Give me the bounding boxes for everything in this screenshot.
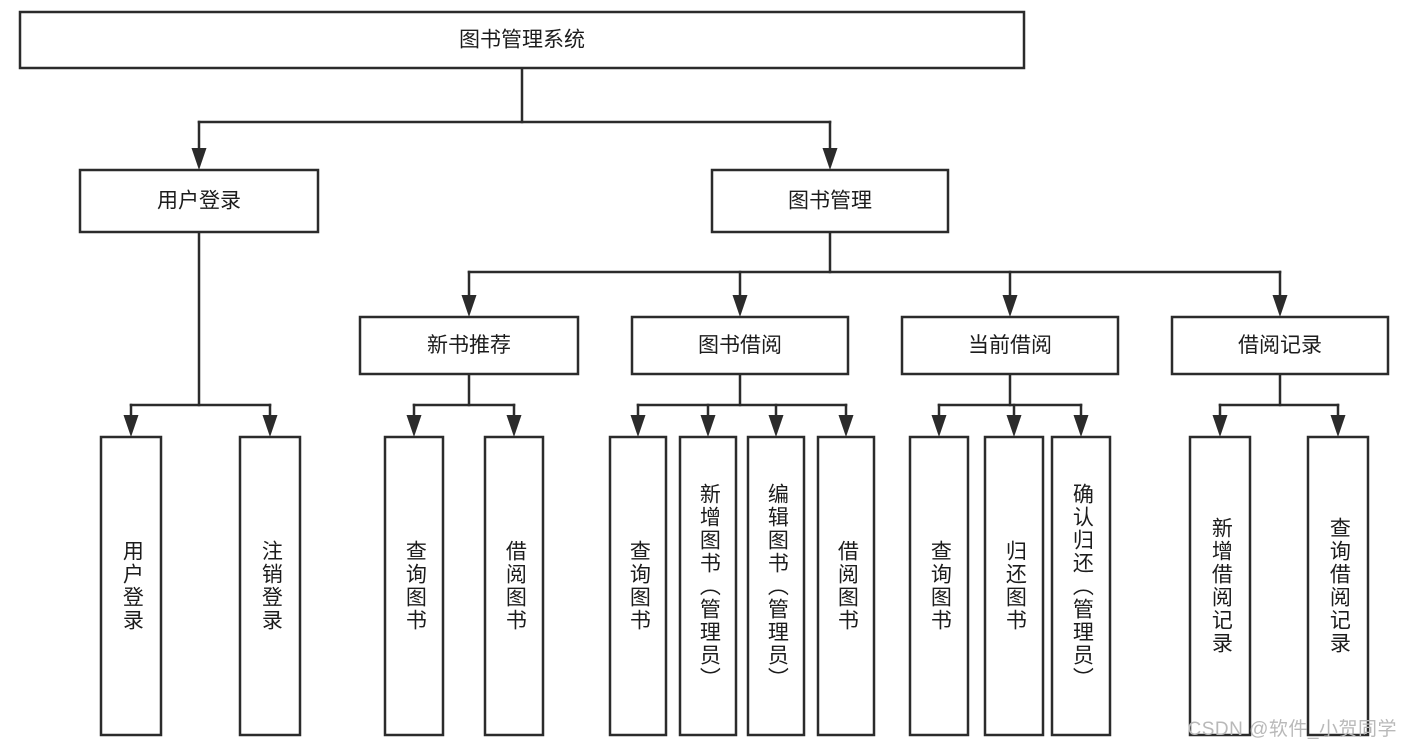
node-login[interactable]: 用户登录 — [78, 168, 320, 234]
node-leaf10[interactable] — [983, 435, 1045, 737]
node-box-leaf3[interactable] — [383, 435, 445, 737]
arrow-head-leaf1 — [123, 415, 139, 437]
node-label-current: 当前借阅 — [968, 334, 1052, 357]
node-leaf4[interactable] — [483, 435, 545, 737]
node-leaf12[interactable] — [1188, 435, 1252, 737]
node-label-records: 借阅记录 — [1238, 334, 1322, 357]
arrow-head-leaf4 — [506, 415, 522, 437]
arrow-head-newbook — [461, 295, 477, 317]
arrow-head-leaf8 — [838, 415, 854, 437]
arrow-head-current — [1002, 295, 1018, 317]
arrow-head-leaf13 — [1330, 415, 1346, 437]
node-box-borrow[interactable] — [630, 315, 850, 376]
node-box-login[interactable] — [78, 168, 320, 234]
node-newbook[interactable]: 新书推荐 — [358, 315, 580, 376]
node-leaf6[interactable] — [678, 435, 738, 737]
connector-layer — [123, 66, 1346, 437]
node-box-leaf10[interactable] — [983, 435, 1045, 737]
arrow-head-leaf10 — [1006, 415, 1022, 437]
node-records[interactable]: 借阅记录 — [1170, 315, 1390, 376]
arrow-head-leaf2 — [262, 415, 278, 437]
connector-group-records — [1212, 372, 1346, 437]
node-leaf8[interactable] — [816, 435, 876, 737]
node-leaf2[interactable] — [238, 435, 302, 737]
node-label-login: 用户登录 — [157, 190, 241, 213]
node-leaf11[interactable] — [1050, 435, 1112, 737]
connector-group-current — [931, 372, 1089, 437]
node-leaf7[interactable] — [746, 435, 806, 737]
node-box-leaf7[interactable] — [746, 435, 806, 737]
node-bookmgmt[interactable]: 图书管理 — [710, 168, 950, 234]
node-box-leaf13[interactable] — [1306, 435, 1370, 737]
node-leaf3[interactable] — [383, 435, 445, 737]
node-box-root[interactable] — [18, 10, 1026, 70]
node-root[interactable]: 图书管理系统 — [18, 10, 1026, 70]
node-box-leaf1[interactable] — [99, 435, 163, 737]
node-label-borrow: 图书借阅 — [698, 334, 782, 357]
node-box-leaf5[interactable] — [608, 435, 668, 737]
node-leaf13[interactable] — [1306, 435, 1370, 737]
node-label-newbook: 新书推荐 — [427, 334, 511, 357]
node-box-leaf11[interactable] — [1050, 435, 1112, 737]
arrow-head-leaf6 — [700, 415, 716, 437]
node-leaf9[interactable] — [908, 435, 970, 737]
connector-group-newbook — [406, 372, 522, 437]
arrow-head-leaf5 — [630, 415, 646, 437]
node-leaf5[interactable] — [608, 435, 668, 737]
arrow-head-leaf9 — [931, 415, 947, 437]
watermark: CSDN @软件_小贺同学 — [1187, 719, 1397, 740]
node-box-newbook[interactable] — [358, 315, 580, 376]
node-box-leaf8[interactable] — [816, 435, 876, 737]
arrow-head-leaf3 — [406, 415, 422, 437]
arrow-head-records — [1272, 295, 1288, 317]
node-label-root: 图书管理系统 — [459, 29, 585, 52]
arrow-head-leaf12 — [1212, 415, 1228, 437]
node-box-records[interactable] — [1170, 315, 1390, 376]
arrow-head-leaf7 — [768, 415, 784, 437]
connector-group-login — [123, 230, 278, 437]
node-box-leaf2[interactable] — [238, 435, 302, 737]
connector-group-root — [191, 66, 838, 170]
node-current[interactable]: 当前借阅 — [900, 315, 1120, 376]
node-leaf1[interactable] — [99, 435, 163, 737]
arrow-head-borrow — [732, 295, 748, 317]
node-borrow[interactable]: 图书借阅 — [630, 315, 850, 376]
node-box-bookmgmt[interactable] — [710, 168, 950, 234]
arrow-head-bookmgmt — [822, 148, 838, 170]
node-box-leaf6[interactable] — [678, 435, 738, 737]
arrow-head-login — [191, 148, 207, 170]
connector-group-borrow — [630, 372, 854, 437]
node-box-leaf12[interactable] — [1188, 435, 1252, 737]
node-box-leaf4[interactable] — [483, 435, 545, 737]
connector-group-bookmgmt — [461, 230, 1288, 317]
node-box-current[interactable] — [900, 315, 1120, 376]
node-label-bookmgmt: 图书管理 — [788, 190, 872, 213]
arrow-head-leaf11 — [1073, 415, 1089, 437]
node-box-leaf9[interactable] — [908, 435, 970, 737]
